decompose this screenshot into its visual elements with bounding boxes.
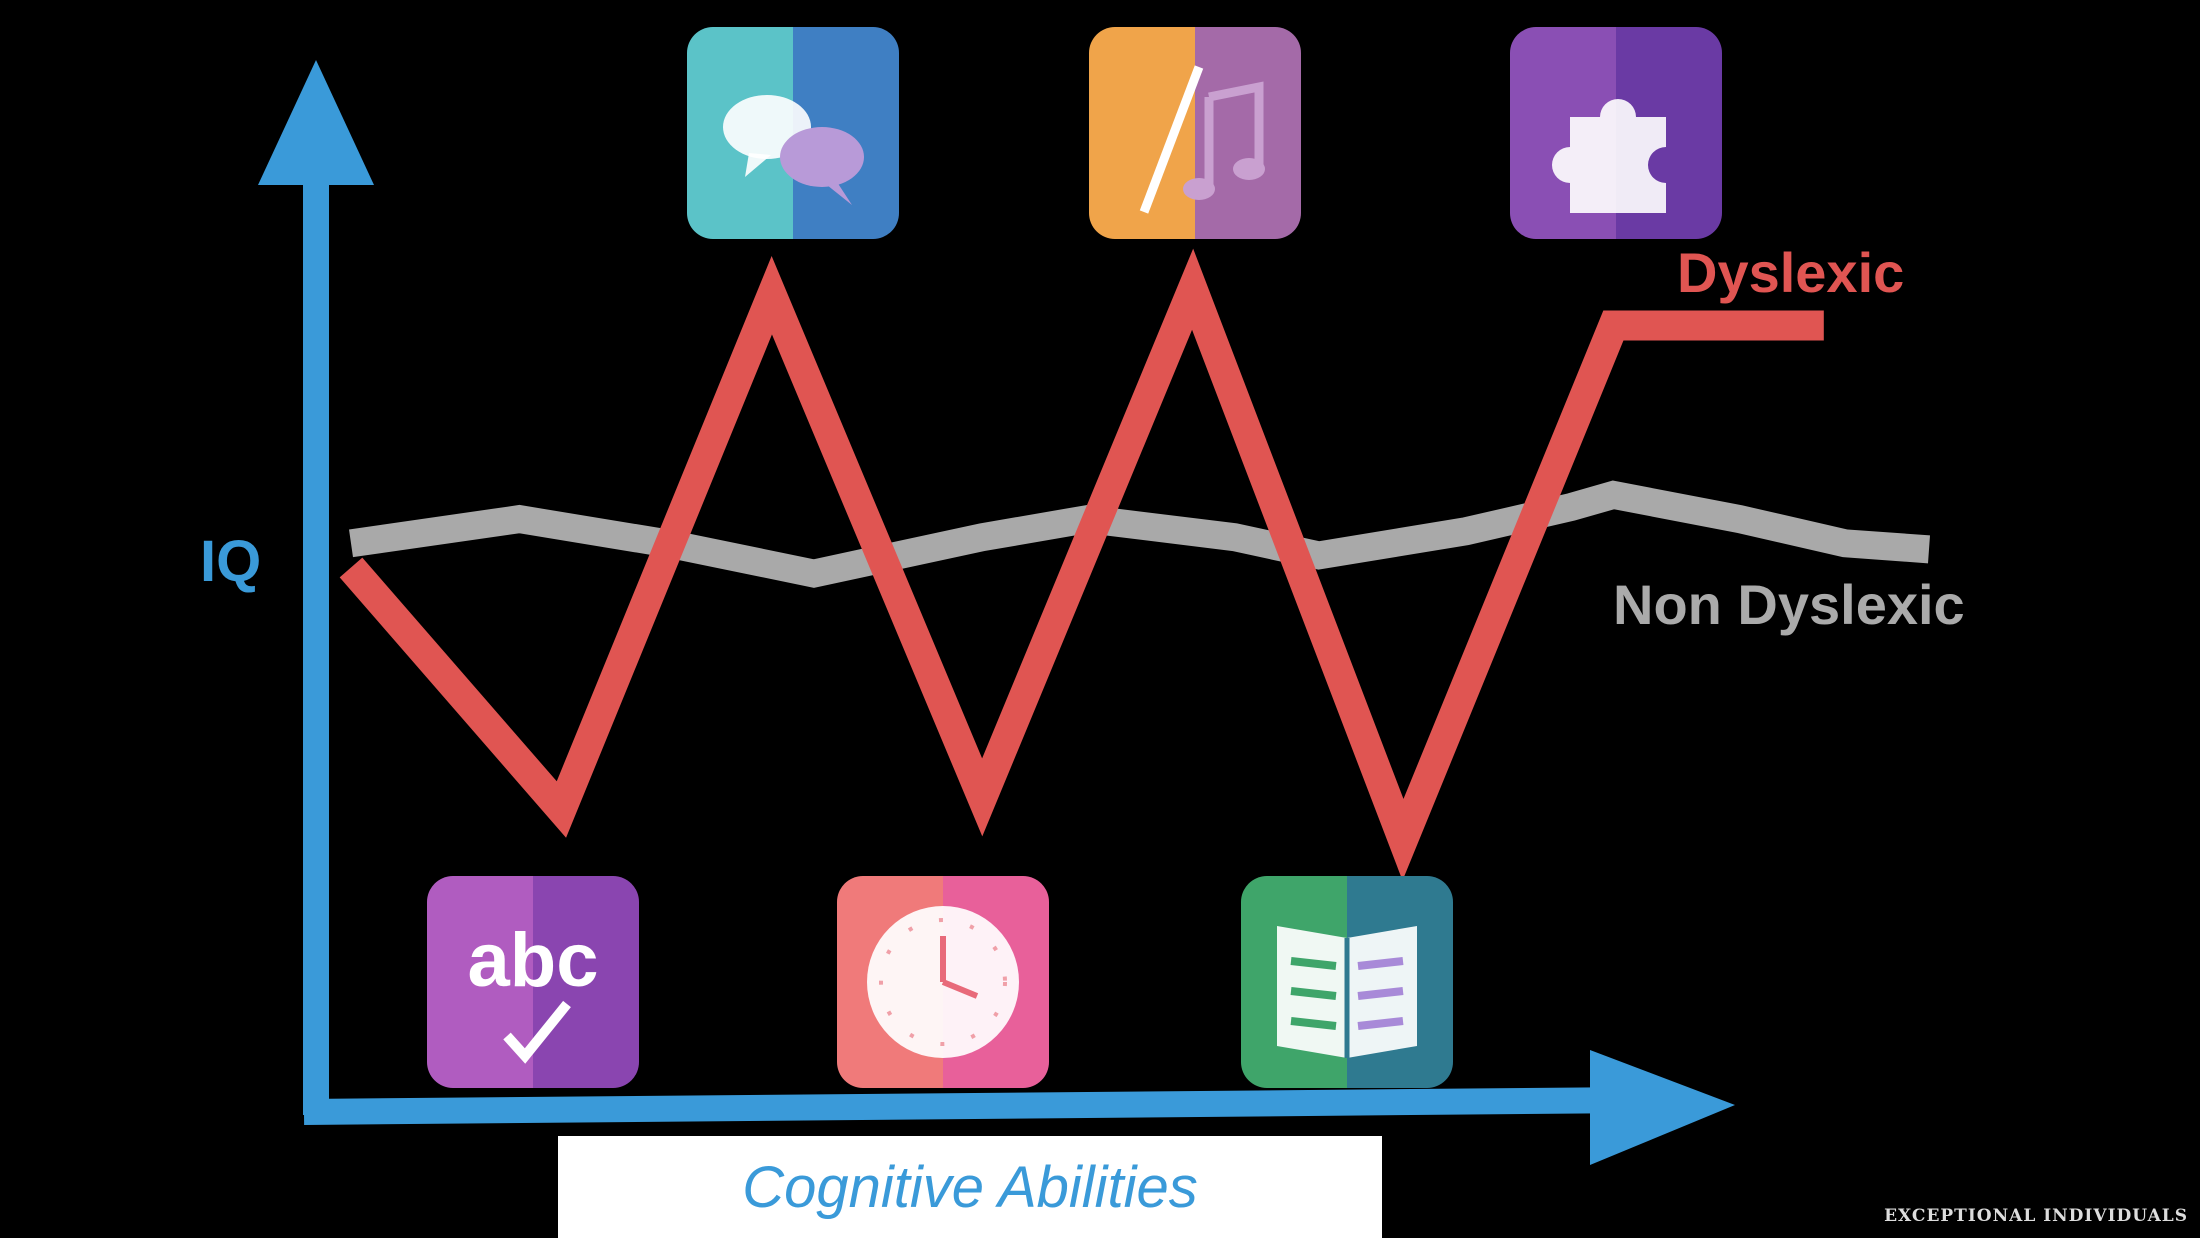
abc-check-icon: abc — [427, 876, 639, 1088]
x-axis-label-box: Cognitive Abilities — [558, 1136, 1382, 1238]
x-axis-arrowhead — [1590, 1050, 1735, 1165]
y-axis-arrowhead — [258, 60, 374, 185]
puzzle-piece-icon — [1510, 27, 1722, 239]
music-brush-icon — [1089, 27, 1301, 239]
series-line-non-dyslexic — [349, 480, 1931, 588]
legend-non-dyslexic: Non Dyslexic — [1613, 573, 1965, 636]
credit-text: EXCEPTIONAL INDIVIDUALS — [1884, 1206, 2188, 1226]
svg-text:abc: abc — [468, 918, 599, 1003]
x-axis-label: Cognitive Abilities — [742, 1154, 1198, 1220]
speech-bubbles-icon — [687, 27, 899, 239]
open-book-icon — [1241, 876, 1453, 1088]
legend-dyslexic: Dyslexic — [1677, 241, 1905, 304]
x-axis — [303, 1087, 1641, 1125]
series-line-dyslexic — [339, 248, 1824, 881]
y-axis-label: IQ — [200, 529, 262, 594]
clock-icon — [837, 876, 1049, 1088]
axes — [258, 60, 1735, 1165]
